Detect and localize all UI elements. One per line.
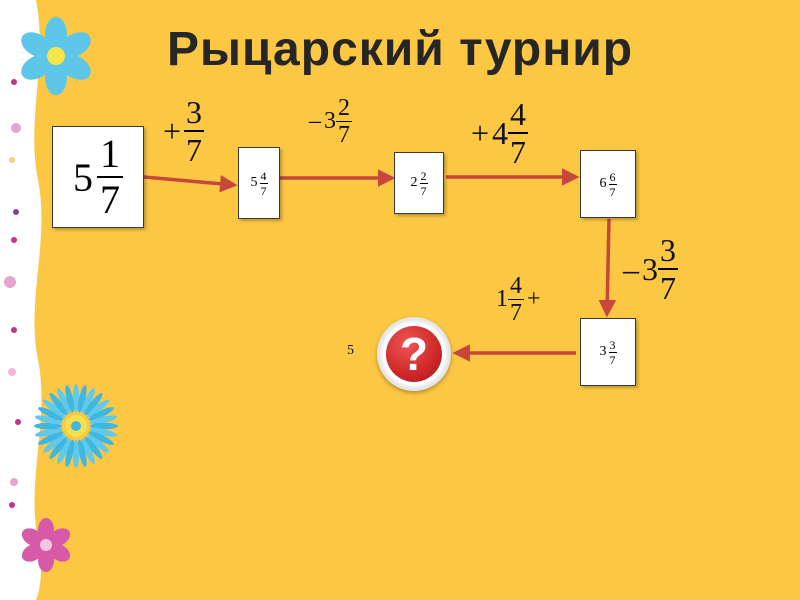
question-mark-icon: ? [386, 326, 442, 382]
sunburst-flower-icon [34, 384, 118, 468]
arrow-4 [598, 218, 617, 318]
arrow-1 [143, 175, 238, 193]
page-title: Рыцарский турнир [166, 23, 634, 76]
decorative-border [0, 0, 42, 600]
blue-flower-icon [21, 17, 91, 95]
answer-hint: 5 [347, 343, 354, 358]
decorative-dots [4, 79, 21, 508]
answer-button[interactable]: ? [377, 317, 451, 391]
pink-flower-icon [21, 518, 71, 572]
